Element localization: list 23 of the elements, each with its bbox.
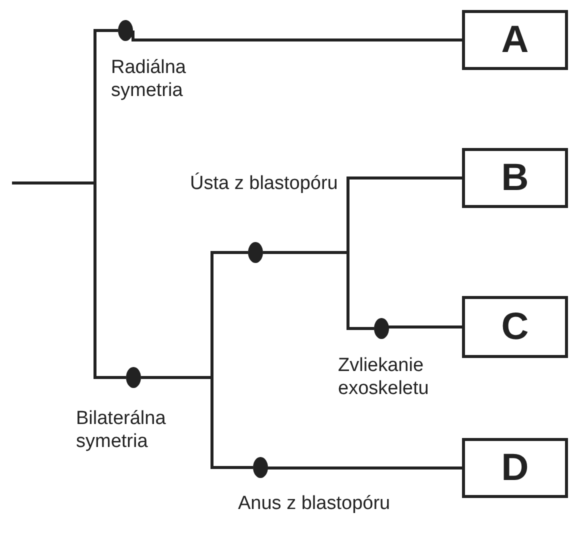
- trait-dot: [126, 367, 141, 388]
- taxon-box: [462, 10, 568, 70]
- taxon-box: [462, 296, 568, 358]
- taxon-box: [462, 148, 568, 208]
- trait-dot: [248, 242, 263, 263]
- branch-line: [141, 376, 253, 469]
- trait-dot: [118, 20, 133, 41]
- taxon-letter: D: [501, 449, 529, 487]
- trait-label: Radiálna symetria: [111, 56, 187, 102]
- taxon-box: [462, 438, 568, 498]
- taxon-letter: B: [501, 159, 529, 197]
- trait-dot: [374, 318, 389, 339]
- branch-line: [132, 29, 462, 42]
- trait-dot: [253, 457, 268, 478]
- trait-label: Anus z blastopóru: [238, 492, 392, 515]
- trait-label: Zvliekanie exoskeletu: [338, 354, 430, 400]
- branch-line: [388, 326, 462, 330]
- taxon-letter: A: [501, 21, 529, 59]
- trait-label: Ústa z blastopóru: [190, 172, 339, 195]
- taxon-letter: C: [501, 308, 529, 346]
- trait-label: Bilaterálna symetria: [76, 407, 167, 453]
- branch-line: [263, 251, 374, 330]
- branch-line: [266, 466, 462, 470]
